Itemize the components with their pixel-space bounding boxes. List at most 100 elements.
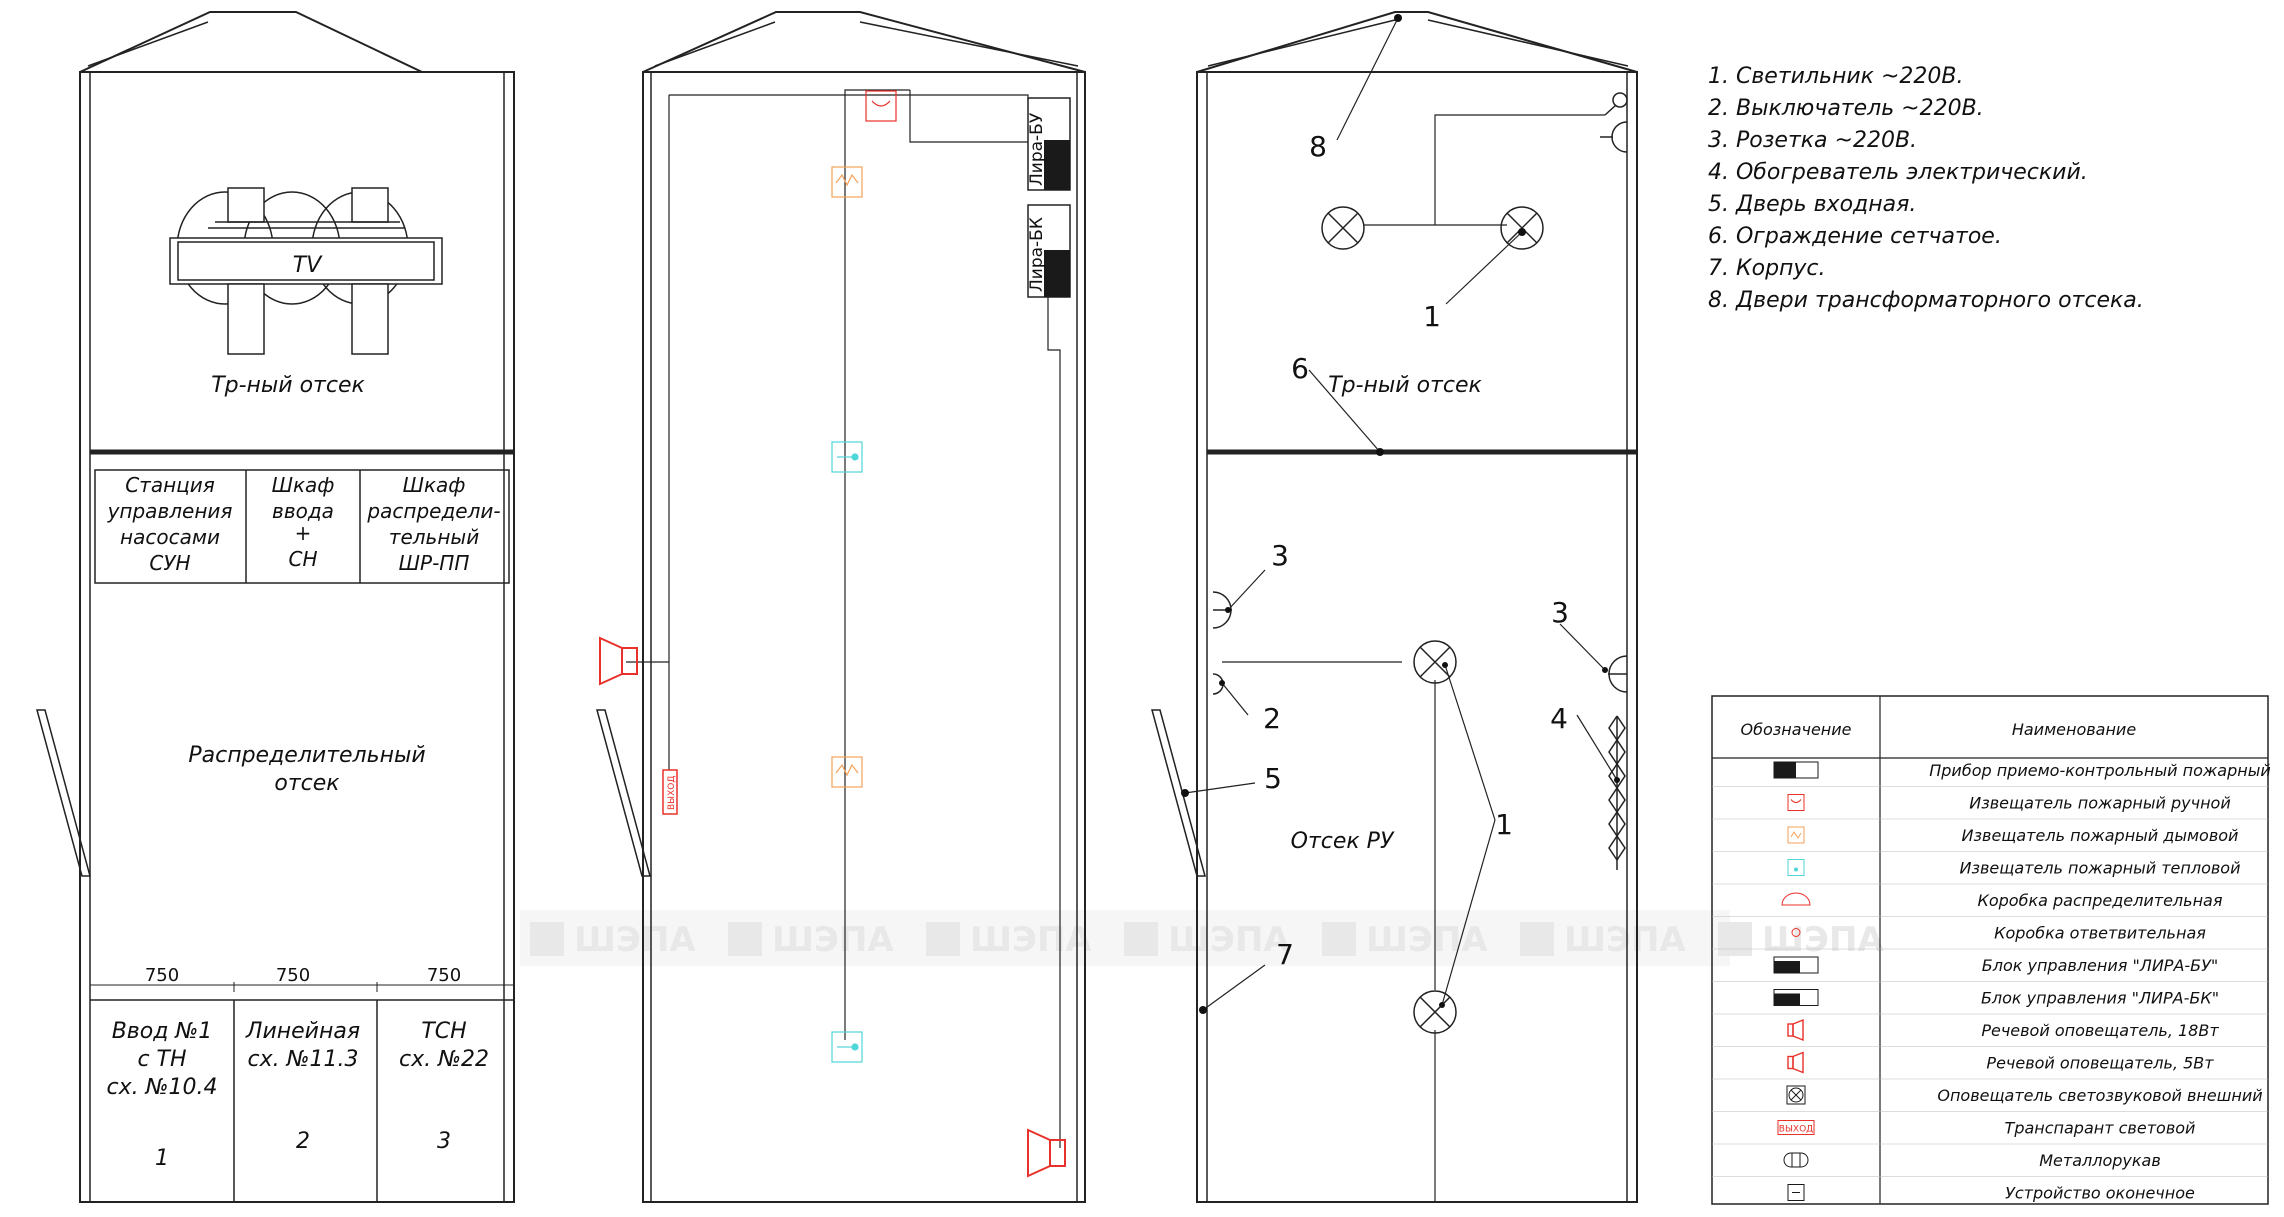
watermark-logo-icon (530, 922, 564, 956)
callout-number: 6 (1291, 352, 1309, 385)
cabinet-label-line: + (295, 521, 312, 545)
watermark-text: ШЭПА (1762, 920, 1884, 960)
cabinet-label-line: СУН (149, 551, 190, 575)
table-row-name: Блок управления "ЛИРА-БУ" (1982, 956, 2219, 975)
speaker-5w (1027, 1128, 1066, 1178)
middle-plan (596, 11, 1086, 1203)
leader-dots (1181, 14, 1620, 1014)
branch-box-icon (1791, 928, 1801, 937)
cell-number: 1 (155, 1146, 169, 1171)
legend-item: 3. Розетка ~220В. (1708, 128, 1918, 153)
cell-label-line: Ввод №1 (112, 1019, 213, 1044)
heat-detector-2 (831, 1031, 863, 1063)
cell-label-line: сх. №10.4 (107, 1075, 218, 1100)
table-row-name: Коробка распределительная (1978, 891, 2223, 910)
callout-number: 3 (1271, 539, 1289, 572)
lira-bu-label: Лира-БУ (1027, 112, 1047, 186)
callout-number: 3 (1551, 596, 1569, 629)
watermark-logo-icon (926, 922, 960, 956)
cabinet-label-line: ввода (272, 499, 334, 523)
terminal-icon (1787, 1184, 1805, 1201)
lighting-wiring (1222, 114, 1605, 1202)
exit-sign: ВЫХОД (662, 769, 678, 815)
lamp-4 (1413, 990, 1457, 1034)
left-plan (36, 11, 515, 1203)
dist-section-label-2: отсек (274, 771, 340, 796)
heat-detector-1 (831, 441, 863, 473)
cabinet-label-line: тельный (389, 525, 479, 549)
table-row-name: Металлорукав (2039, 1151, 2161, 1170)
cell-number: 2 (296, 1129, 310, 1154)
transformer-symbol (169, 187, 443, 355)
callout-number: 1 (1495, 808, 1513, 841)
cabinet-label-line: СН (288, 547, 317, 571)
leader-lines (1184, 17, 1618, 1011)
smoke-detector-1 (831, 166, 863, 198)
table-row-name: Блок управления "ЛИРА-БК" (1981, 989, 2219, 1008)
manual-detector-icon (1787, 794, 1805, 811)
table-header-symbol: Обозначение (1740, 720, 1851, 739)
manual-detector (865, 90, 897, 122)
watermark-text: ШЭПА (1564, 920, 1686, 960)
right-door (1151, 709, 1206, 877)
speaker-5-icon (1787, 1051, 1804, 1074)
callout-number: 2 (1263, 702, 1281, 735)
watermark-text: ШЭПА (1366, 920, 1488, 960)
dim-2: 750 (276, 965, 310, 986)
transformer-label: TV (293, 253, 323, 278)
speaker-18w (599, 636, 638, 686)
legend-item: 6. Ограждение сетчатое. (1708, 224, 2002, 249)
watermark-logo-icon (1124, 922, 1158, 956)
right-roof (1196, 11, 1638, 73)
table-row-name: Прибор приемо-контрольный пожарный (1929, 761, 2271, 780)
dim-3: 750 (427, 965, 461, 986)
lamp-1 (1321, 206, 1365, 250)
cell-label-line: с ТН (137, 1047, 186, 1072)
cabinet-label-line: ШР-ПП (399, 551, 470, 575)
cell-number: 3 (437, 1129, 451, 1154)
junction-box-icon (1781, 892, 1811, 906)
lamp-3 (1413, 640, 1457, 684)
table-row-name: Коробка ответвительная (1994, 924, 2206, 943)
callout-number: 1 (1423, 300, 1441, 333)
light-sound-icon (1786, 1085, 1806, 1105)
cell-label-line: сх. №22 (399, 1047, 489, 1072)
watermark-logo-icon (1718, 922, 1752, 956)
cabinet-label-line: Шкаф (272, 473, 335, 497)
middle-devices: ВЫХОД Лира-БУ Лира-БК (599, 90, 1066, 1178)
lira-bu-icon (1773, 956, 1819, 974)
legend-item: 1. Светильник ~220В. (1708, 64, 1964, 89)
cabinet-label-line: Станция (125, 473, 215, 497)
middle-frame (642, 71, 1086, 1203)
legend-item: 8. Двери трансформаторного отсека. (1708, 288, 2144, 313)
watermark-logo-icon (1322, 922, 1356, 956)
watermark-text: ШЭПА (772, 920, 894, 960)
svg-text:ВЫХОД: ВЫХОД (1779, 1125, 1813, 1135)
lira-bk-icon (1773, 989, 1819, 1006)
cell-label-line: Линейная (245, 1019, 360, 1044)
heater (1608, 715, 1626, 870)
callout-number: 7 (1276, 938, 1294, 971)
ru-section-label: Отсек РУ (1291, 829, 1395, 854)
cabinet-label-line: Шкаф (403, 473, 466, 497)
cell-label-line: сх. №11.3 (248, 1047, 359, 1072)
exit-sign-icon: ВЫХОД (1777, 1120, 1815, 1135)
cabinets-box (94, 469, 510, 584)
left-tr-section-label: Тр-ный отсек (211, 373, 365, 398)
table-header-name: Наименование (2012, 720, 2136, 739)
watermark-text: ШЭПА (970, 920, 1092, 960)
speaker-18-icon (1787, 1018, 1804, 1042)
panel-icon (1773, 761, 1819, 779)
cabinet-label-line: управления (107, 499, 233, 523)
watermark-text: ШЭПА (574, 920, 696, 960)
metal-hose-icon (1783, 1152, 1809, 1168)
callout-number: 4 (1550, 702, 1568, 735)
fire-alarm-wiring (626, 89, 1061, 1148)
table-row-name: Речевой оповещатель, 5Вт (1986, 1054, 2214, 1073)
left-door (36, 709, 91, 877)
watermark-logo-icon (1520, 922, 1554, 956)
socket-right (1608, 655, 1628, 693)
dim-1: 750 (145, 965, 179, 986)
